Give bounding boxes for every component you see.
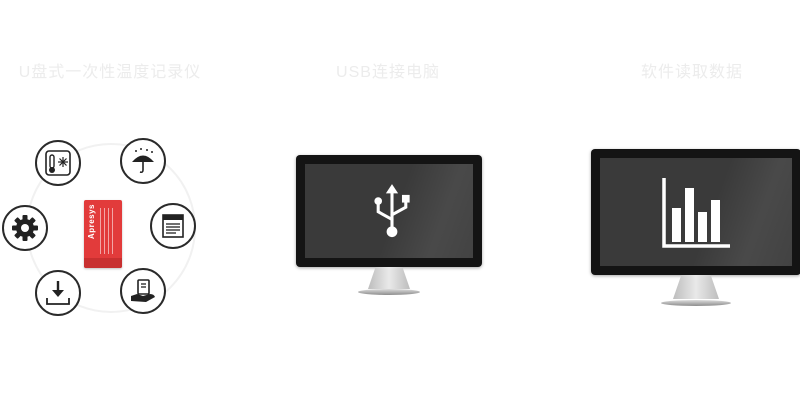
bar-chart-icon xyxy=(662,178,730,248)
umbrella-icon xyxy=(120,138,166,184)
monitor-stand-base xyxy=(661,300,731,306)
monitor-bezel xyxy=(296,155,482,267)
caption-usb-connect: USB连接电脑 xyxy=(336,64,440,81)
hand-device-icon xyxy=(120,268,166,314)
thermometer-icon xyxy=(35,140,81,186)
monitor-usb xyxy=(296,155,482,297)
caption-software-read: 软件读取数据 xyxy=(640,64,743,81)
temperature-logger-device: Apresys xyxy=(84,200,122,268)
monitor-bezel xyxy=(591,149,800,275)
caption-temperature-logger: U盘式一次性温度记录仪 xyxy=(18,64,202,81)
device-brand: Apresys xyxy=(87,204,96,240)
device-label-lines xyxy=(100,208,116,254)
monitor-stand-neck xyxy=(368,267,410,289)
monitor-screen xyxy=(600,158,792,266)
device-footer xyxy=(84,258,122,268)
monitor-stand-base xyxy=(358,289,420,295)
monitor-screen xyxy=(305,164,473,258)
monitor-software xyxy=(591,149,800,309)
monitor-stand-neck xyxy=(673,275,719,299)
usb-icon xyxy=(374,184,410,238)
download-icon xyxy=(35,270,81,316)
report-icon xyxy=(150,203,196,249)
gear-icon xyxy=(2,205,48,251)
